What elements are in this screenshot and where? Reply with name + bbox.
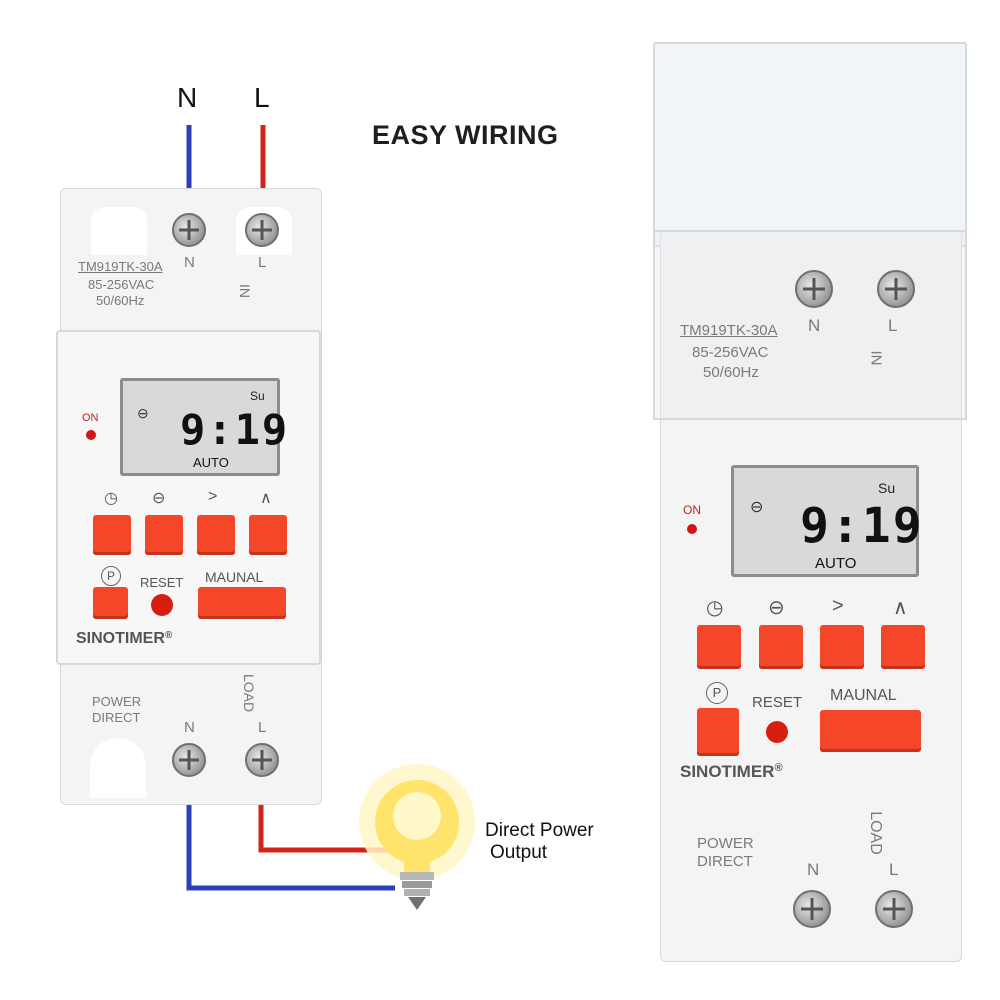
manual-button[interactable] bbox=[198, 587, 286, 619]
terminal-n-bottom-label-right: N bbox=[807, 860, 820, 879]
next-icon: > bbox=[208, 488, 218, 505]
terminal-n-top-right[interactable] bbox=[795, 270, 833, 308]
terminal-n-bottom-right[interactable] bbox=[793, 890, 831, 928]
terminal-l-top-right[interactable] bbox=[877, 270, 915, 308]
timer-button[interactable] bbox=[759, 625, 803, 669]
model-label: TM919TK-30A bbox=[78, 259, 163, 274]
clock-button[interactable] bbox=[93, 515, 131, 555]
terminal-n-top[interactable] bbox=[172, 213, 206, 247]
timer-button[interactable] bbox=[145, 515, 183, 555]
up-button[interactable] bbox=[881, 625, 925, 669]
reset-button[interactable] bbox=[151, 594, 173, 616]
lcd-mode-right: AUTO bbox=[815, 555, 857, 572]
in-label-right: IN bbox=[867, 350, 885, 366]
terminal-l-bottom-label-right: L bbox=[889, 860, 899, 879]
terminal-l-label: L bbox=[258, 254, 267, 271]
lcd-time-right: 9:19 bbox=[800, 498, 924, 554]
clock-button[interactable] bbox=[697, 625, 741, 669]
neutral-wire-bottom bbox=[186, 775, 395, 891]
brand-name: SINOTIMER bbox=[680, 762, 775, 781]
transparent-cover[interactable] bbox=[653, 42, 967, 247]
terminal-n-bottom[interactable] bbox=[172, 743, 206, 777]
in-label: IN bbox=[237, 284, 253, 298]
reset-label-right: RESET bbox=[752, 694, 803, 711]
reset-button[interactable] bbox=[766, 721, 788, 743]
p-icon: P bbox=[706, 682, 728, 704]
load-label-right: LOAD bbox=[866, 811, 884, 855]
on-label: ON bbox=[82, 412, 99, 424]
timer-mode-icon: ⊖ bbox=[137, 405, 149, 421]
voltage-label-right: 85-256VAC bbox=[692, 344, 769, 361]
brand-name: SINOTIMER bbox=[76, 630, 165, 647]
terminal-n-label-right: N bbox=[808, 316, 821, 335]
brand-label-right: SINOTIMER® bbox=[680, 762, 783, 782]
manual-label-right: MAUNAL bbox=[830, 687, 897, 704]
annotation-line1: Direct Power bbox=[485, 820, 594, 841]
program-button[interactable] bbox=[697, 708, 739, 756]
lcd-day: Su bbox=[250, 389, 265, 403]
terminal-l-bottom-right[interactable] bbox=[875, 890, 913, 928]
power-led-right bbox=[687, 524, 697, 534]
neutral-wire-label: N bbox=[177, 82, 198, 113]
next-icon: > bbox=[832, 595, 844, 617]
live-wire-label: L bbox=[254, 82, 270, 113]
cover-lower bbox=[653, 230, 967, 420]
timer-mode-icon: ⊖ bbox=[750, 499, 764, 516]
terminal-l-bottom-label: L bbox=[258, 719, 267, 736]
terminal-n-label: N bbox=[184, 254, 195, 271]
registered-mark: ® bbox=[164, 630, 173, 641]
up-icon: ∧ bbox=[893, 597, 908, 619]
brand-label: SINOTIMER® bbox=[76, 630, 172, 648]
clock-icon: ◷ bbox=[104, 490, 118, 507]
manual-label: MAUNAL bbox=[205, 569, 264, 585]
clock-icon: ◷ bbox=[706, 597, 724, 619]
light-bulb-icon bbox=[359, 764, 475, 910]
lcd-day-right: Su bbox=[878, 480, 896, 496]
timer-program-icon: ⊖ bbox=[768, 597, 785, 619]
headline: EASY WIRING bbox=[372, 120, 559, 150]
next-button[interactable] bbox=[820, 625, 864, 669]
voltage-label: 85-256VAC bbox=[88, 277, 155, 292]
lcd-display-right bbox=[731, 465, 919, 577]
timer-program-icon: ⊖ bbox=[152, 490, 166, 507]
terminal-l-top[interactable] bbox=[245, 213, 279, 247]
annotation-line2: Output bbox=[490, 842, 548, 863]
lcd-mode: AUTO bbox=[193, 455, 229, 470]
reset-label: RESET bbox=[140, 575, 184, 590]
frequency-label: 50/60Hz bbox=[96, 293, 145, 308]
load-label: LOAD bbox=[241, 673, 258, 713]
terminal-l-bottom[interactable] bbox=[245, 743, 279, 777]
next-button[interactable] bbox=[197, 515, 235, 555]
terminal-l-label-right: L bbox=[888, 316, 898, 335]
on-label-right: ON bbox=[683, 503, 701, 517]
lcd-display bbox=[120, 378, 280, 476]
terminal-slot bbox=[91, 207, 147, 255]
p-icon: P bbox=[101, 566, 121, 586]
terminal-slot bbox=[90, 738, 146, 798]
program-button[interactable] bbox=[93, 587, 128, 619]
manual-button[interactable] bbox=[820, 710, 921, 752]
power-direct-label: POWER DIRECT bbox=[92, 694, 142, 725]
up-button[interactable] bbox=[249, 515, 287, 555]
up-icon: ∧ bbox=[260, 490, 272, 507]
terminal-n-bottom-label: N bbox=[184, 719, 195, 736]
power-led bbox=[86, 430, 96, 440]
power-direct-label-right: POWER DIRECT bbox=[697, 835, 754, 870]
registered-mark: ® bbox=[774, 762, 783, 774]
model-label-right: TM919TK-30A bbox=[680, 322, 778, 339]
timer-device bbox=[660, 230, 962, 962]
frequency-label-right: 50/60Hz bbox=[703, 364, 759, 381]
lcd-time: 9:19 bbox=[180, 405, 290, 454]
